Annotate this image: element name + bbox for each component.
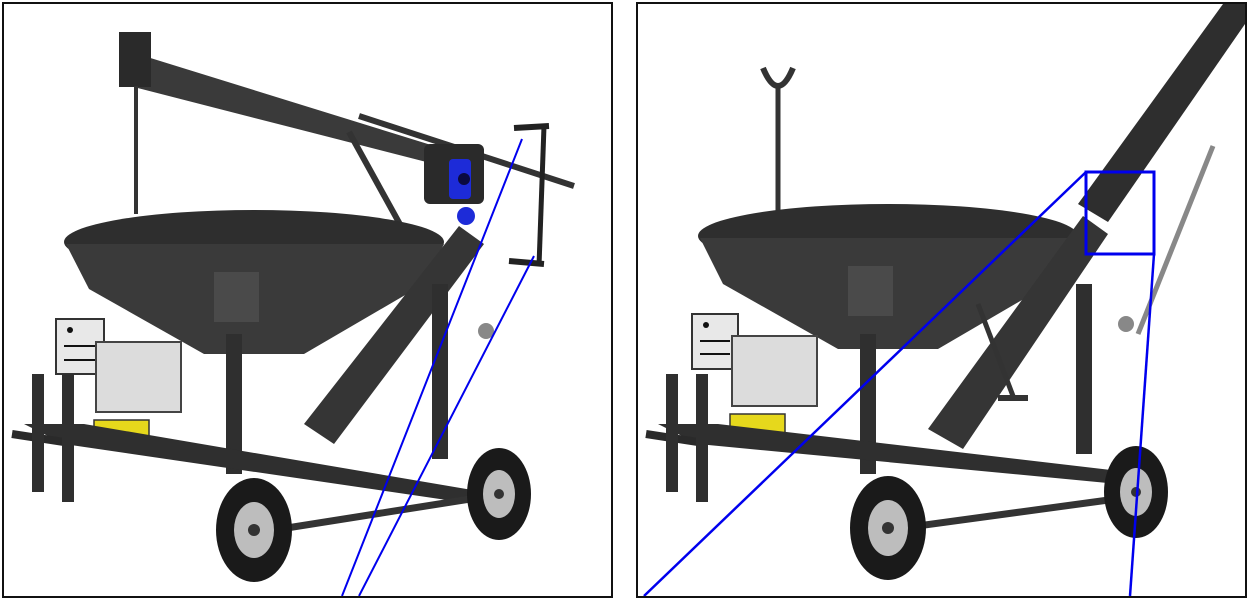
auger-spout: [119, 32, 151, 87]
wheel-rear: [467, 448, 531, 540]
auger-raised-illustration: [643, 4, 1245, 596]
spout-holder-icon: [760, 66, 796, 216]
callout-line-1: [341, 138, 523, 596]
motor-icon: [424, 144, 484, 225]
leg-rear: [1076, 284, 1092, 454]
auger-lower-tube: [928, 216, 1108, 449]
wheel-icon: [216, 478, 292, 582]
fuel-tank: [95, 341, 182, 413]
callout-box: [1084, 170, 1156, 256]
panel-left-auger-stowed: [2, 2, 613, 598]
fuel-tank: [731, 335, 818, 407]
jack-stand: [32, 374, 44, 492]
auger-lower-tube: [304, 226, 484, 444]
panel-right-auger-raised: [636, 2, 1247, 598]
auger-tube-raised: [1078, 4, 1245, 222]
auger-stowed-illustration: [11, 32, 575, 596]
wheel-icon: [850, 476, 926, 580]
leg-front: [226, 334, 242, 474]
trailer-frame: [658, 424, 1128, 484]
crank-handle-icon: [508, 123, 550, 267]
hopper-panel: [214, 272, 259, 322]
crank-arm: [975, 303, 1016, 397]
hopper-panel: [848, 266, 893, 316]
leg-rear: [432, 284, 448, 459]
callout-line-2: [1128, 253, 1156, 596]
trailer-frame: [24, 424, 484, 504]
callout-line-1: [643, 171, 1087, 596]
leg-front: [860, 334, 876, 474]
control-box-icon: [691, 313, 739, 370]
axle: [887, 492, 1139, 534]
auger-tube: [119, 56, 444, 166]
callout-line-2: [358, 255, 535, 596]
